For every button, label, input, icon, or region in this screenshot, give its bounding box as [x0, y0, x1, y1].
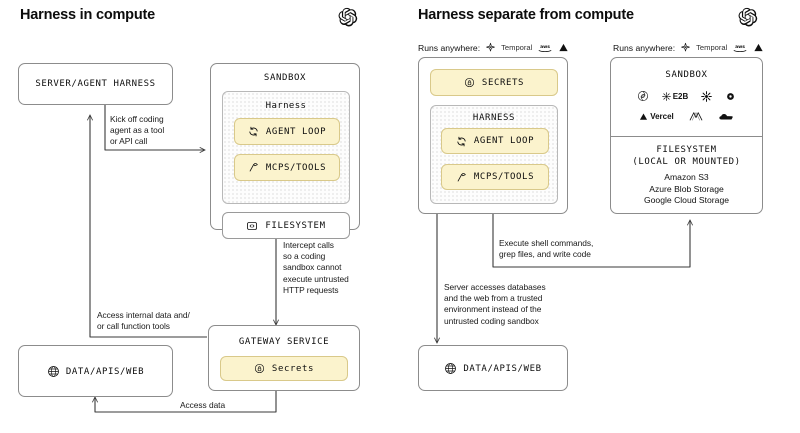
cloudflare-logo	[719, 114, 733, 120]
panel-harness-separate-from-compute: Harness separate from compute Runs anywh…	[400, 0, 800, 433]
modal-logo	[689, 111, 703, 121]
server-agent-harness-label: SERVER/AGENT HARNESS	[35, 79, 156, 89]
temporal-logo	[486, 42, 495, 52]
e2b-logo	[661, 91, 671, 101]
mcps-tools-label: MCPS/TOOLS	[265, 162, 327, 173]
aws-logo-2: aws	[733, 45, 747, 52]
sandbox-filesystem-divider	[611, 136, 762, 137]
secrets-label-right: SECRETS	[481, 77, 525, 88]
secrets-label: Secrets	[271, 363, 315, 374]
sandbox-title-right: SANDBOX	[665, 70, 708, 80]
data-apis-web-box-right[interactable]: DATA/APIS/WEB	[418, 345, 568, 391]
triangle-logo-2	[754, 43, 763, 52]
panel-harness-in-compute: Harness in compute SERVER/AGENT HARNESS …	[18, 7, 360, 410]
harness-title-right: HARNESS	[472, 113, 516, 123]
temporal-logo-2	[681, 42, 690, 52]
code-brackets-icon	[247, 221, 258, 230]
agent-loop-label-right: AGENT LOOP	[473, 136, 535, 146]
mcps-tools-chip[interactable]: MCPS/TOOLS	[234, 154, 340, 181]
page-title-right: Harness separate from compute	[418, 7, 634, 23]
daytona-logo	[701, 90, 713, 102]
note-intercept: Intercept calls so a coding sandbox cann…	[283, 240, 349, 295]
globe-icon	[445, 363, 457, 374]
secrets-chip[interactable]: Secrets	[220, 356, 348, 381]
server-agent-harness-box[interactable]: SERVER/AGENT HARNESS	[18, 63, 173, 105]
vercel-name: Vercel	[650, 112, 674, 121]
secrets-chip-right[interactable]: SECRETS	[430, 69, 558, 96]
refresh-loop-icon	[249, 126, 258, 137]
runs-anywhere-left: Runs anywhere: Temporal aws	[418, 42, 569, 53]
openai-logo-small	[637, 90, 648, 102]
hammer-tool-icon	[249, 163, 258, 172]
harness-title: Harness	[265, 101, 307, 111]
openai-logo-right	[738, 7, 758, 27]
openai-logo	[338, 7, 358, 27]
mcps-tools-label-right: MCPS/TOOLS	[473, 172, 535, 182]
mcps-tools-chip-right[interactable]: MCPS/TOOLS	[441, 164, 549, 190]
sandbox-providers-row-2: Vercel	[611, 111, 762, 122]
harness-container: Harness AGENT LOOP MCPS/TOOLS	[222, 91, 350, 204]
lock-icon	[254, 363, 264, 374]
filesystem-list: Amazon S3 Azure Blob Storage Google Clou…	[643, 172, 730, 205]
filesystem-label: FILESYSTEM	[265, 220, 326, 231]
svg-text:aws: aws	[540, 45, 550, 50]
runs-anywhere-label: Runs anywhere:	[418, 42, 481, 53]
refresh-loop-icon	[457, 136, 466, 146]
svg-text:aws: aws	[735, 45, 745, 50]
sandbox-box[interactable]: SANDBOX Harness AGENT LOOP MCPS/TOOLS	[210, 63, 360, 239]
note-access-internal: Access internal data and/ or call functi…	[97, 310, 190, 332]
temporal-name: Temporal	[501, 43, 533, 52]
filesystem-title-right: FILESYSTEM (LOCAL OR MOUNTED)	[632, 145, 741, 167]
hammer-tool-icon	[457, 172, 466, 181]
sandbox-title: SANDBOX	[263, 73, 307, 83]
temporal-name-2: Temporal	[696, 43, 728, 52]
gateway-service-box[interactable]: GATEWAY SERVICE Secrets	[208, 325, 360, 391]
filesystem-chip[interactable]: FILESYSTEM	[222, 212, 350, 239]
agent-loop-label: AGENT LOOP	[265, 126, 327, 137]
harness-container-right: HARNESS AGENT LOOP MCPS/TOOLS	[430, 105, 558, 204]
data-apis-web-label: DATA/APIS/WEB	[65, 366, 145, 377]
note-server-access: Server accesses databases and the web fr…	[444, 282, 546, 326]
globe-icon	[48, 366, 59, 377]
vercel-logo	[640, 113, 648, 120]
lock-icon	[464, 77, 474, 88]
data-apis-web-box[interactable]: DATA/APIS/WEB	[18, 345, 173, 397]
sandbox-providers-row-1: E2B	[611, 90, 762, 102]
gateway-service-title: GATEWAY SERVICE	[238, 337, 330, 347]
note-access-data: Access data	[180, 400, 226, 410]
agent-loop-chip[interactable]: AGENT LOOP	[234, 118, 340, 145]
triangle-logo	[559, 43, 568, 52]
vercel-logo-group: Vercel	[639, 112, 674, 121]
agent-loop-chip-right[interactable]: AGENT LOOP	[441, 128, 549, 154]
note-execute: Execute shell commands, grep files, and …	[499, 238, 594, 260]
aws-logo: aws	[538, 45, 552, 52]
circle-dot-logo	[727, 92, 735, 100]
note-kickoff: Kick off coding agent as a tool or API c…	[110, 114, 165, 147]
runs-anywhere-right: Runs anywhere: Temporal aws	[613, 42, 764, 53]
page-title-left: Harness in compute	[20, 7, 155, 23]
e2b-logo-group: E2B	[661, 91, 689, 101]
harness-panel-box[interactable]: SECRETS HARNESS AGENT LOOP MCPS/TOOLS	[418, 57, 568, 214]
e2b-name: E2B	[672, 91, 689, 101]
runs-anywhere-label-2: Runs anywhere:	[613, 42, 676, 53]
data-apis-web-label-right: DATA/APIS/WEB	[463, 363, 542, 374]
sandbox-panel-box[interactable]: SANDBOX E2B	[610, 57, 763, 214]
